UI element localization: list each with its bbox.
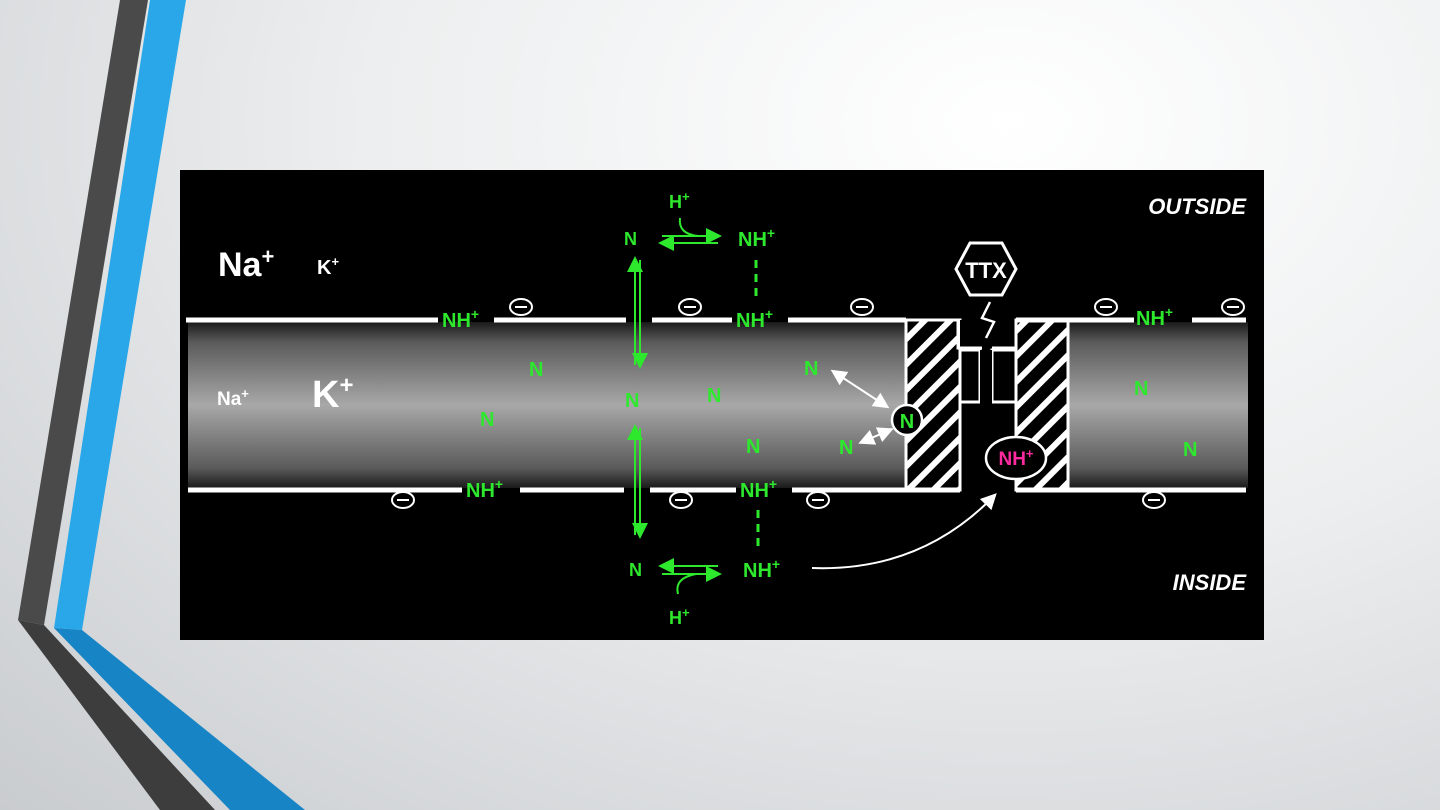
entry-arrow <box>811 493 997 570</box>
svg-text:N: N <box>900 411 914 433</box>
base-drug: N <box>839 437 853 459</box>
ttx-toxin: TTX <box>954 241 1018 339</box>
dark-stripe-lower <box>18 620 215 810</box>
svg-text:TTX: TTX <box>965 258 1007 283</box>
base-drug: N <box>746 436 760 458</box>
binding-arrows <box>830 369 894 445</box>
base-drug: N <box>629 560 642 580</box>
sodium-ion-inside: Na+ <box>217 386 249 410</box>
base-drug: N <box>480 409 494 431</box>
base-drug: N <box>625 390 639 412</box>
blue-stripe-upper <box>54 0 186 630</box>
channel-blocker: NH+ <box>984 435 1048 481</box>
potassium-ion-inside: K+ <box>312 372 353 416</box>
protonated-drug: NH+ <box>442 306 479 332</box>
base-drug: N <box>1134 378 1148 400</box>
negative-charge <box>391 298 1245 509</box>
protonated-drug: NH+ <box>743 556 780 582</box>
bound-drug: N <box>890 403 924 437</box>
equilibrium-arrows <box>658 510 760 595</box>
dark-stripe-upper <box>18 0 148 625</box>
diffusion-arrows <box>627 256 648 539</box>
base-drug: N <box>529 359 543 381</box>
protonated-drug: NH+ <box>740 476 777 502</box>
protonated-drug: NH+ <box>1136 304 1173 330</box>
svg-text:NH+: NH+ <box>998 446 1033 470</box>
outside-label: OUTSIDE <box>1148 194 1247 219</box>
proton: H+ <box>669 605 690 628</box>
base-drug: N <box>624 229 637 249</box>
sodium-ion-outside: Na+ <box>218 244 274 284</box>
base-drug: N <box>804 358 818 380</box>
base-drug: N <box>707 385 721 407</box>
inside-label: INSIDE <box>1173 570 1248 595</box>
protonated-drug: NH+ <box>466 476 503 502</box>
proton: H+ <box>669 189 690 212</box>
axoplasm-right <box>1068 322 1248 488</box>
axoplasm-left <box>188 322 906 488</box>
base-drug: N <box>1183 439 1197 461</box>
nerve-membrane-diagram: OUTSIDE INSIDE Na+ K+ Na+ K+ TTX NH+ NH+… <box>180 170 1264 640</box>
equilibrium-arrows <box>658 217 758 298</box>
protonated-drug: NH+ <box>738 225 775 251</box>
protonated-drug: NH+ <box>736 306 773 332</box>
potassium-ion-outside: K+ <box>317 254 339 279</box>
blue-stripe-lower <box>54 628 305 810</box>
